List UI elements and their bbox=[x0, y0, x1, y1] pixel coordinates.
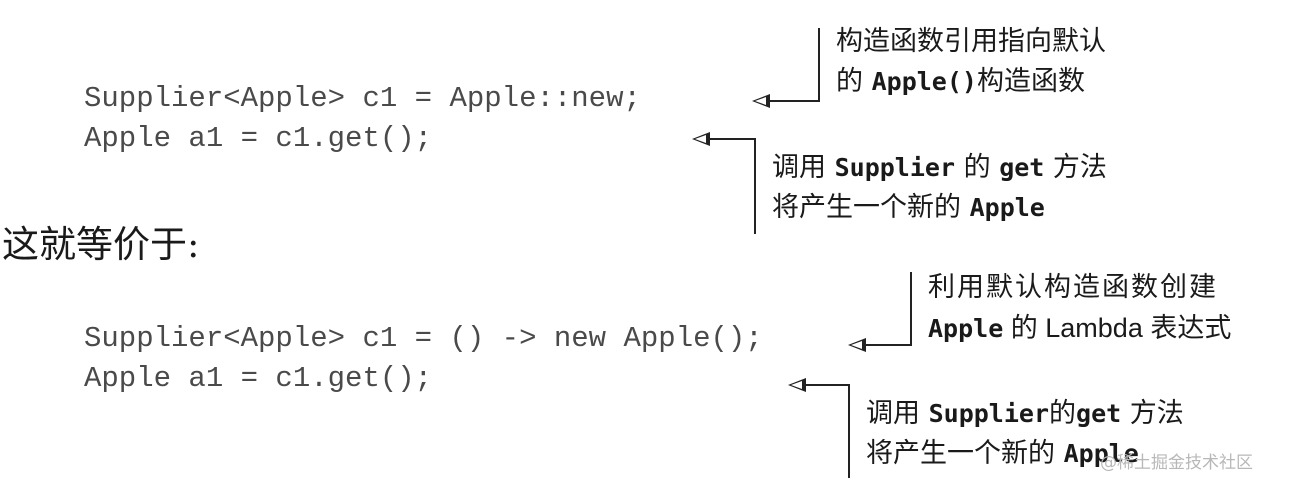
annotation-note-3: 利用默认构造函数创建 Apple 的 Lambda 表达式 bbox=[928, 268, 1231, 349]
annotation-arrow-3 bbox=[848, 338, 866, 352]
inline-code: get bbox=[999, 153, 1045, 182]
annotation-leader-1 bbox=[770, 100, 820, 102]
annotation-leader-4 bbox=[806, 384, 850, 386]
annotation-note-1-line-2: 的 Apple()构造函数 bbox=[836, 66, 1085, 97]
code-line-2: Apple a1 = c1.get(); bbox=[84, 122, 433, 155]
annotation-note-4-line-2: 将产生一个新的 Apple bbox=[866, 438, 1139, 469]
inline-code: Apple() bbox=[871, 67, 977, 96]
annotation-bracket-3 bbox=[910, 272, 912, 346]
annotation-note-2-line-2: 将产生一个新的 Apple bbox=[772, 192, 1045, 223]
annotation-note-1-line-1: 构造函数引用指向默认 bbox=[836, 26, 1106, 57]
annotation-bracket-1 bbox=[818, 28, 820, 102]
annotation-arrow-2 bbox=[692, 132, 710, 146]
annotation-note-3-line-1: 利用默认构造函数创建 bbox=[928, 272, 1218, 303]
annotation-note-4: 调用 Supplier的get 方法 将产生一个新的 Apple bbox=[866, 394, 1184, 474]
annotation-note-1: 构造函数引用指向默认 的 Apple()构造函数 bbox=[836, 22, 1106, 102]
code-line-4: Apple a1 = c1.get(); bbox=[84, 362, 433, 395]
inline-code: Apple bbox=[928, 314, 1004, 343]
inline-code: Apple bbox=[1063, 439, 1139, 468]
annotation-leader-3 bbox=[866, 344, 912, 346]
inline-code: Apple bbox=[969, 193, 1045, 222]
annotation-note-2: 调用 Supplier 的 get 方法 将产生一个新的 Apple bbox=[772, 148, 1107, 228]
annotation-note-4-line-1: 调用 Supplier的get 方法 bbox=[866, 398, 1184, 429]
watermark: @稀土掘金技术社区 bbox=[1100, 453, 1253, 473]
annotation-bracket-4 bbox=[848, 384, 850, 478]
annotation-leader-2 bbox=[710, 138, 756, 140]
section-heading: 这就等价于: bbox=[2, 223, 200, 266]
inline-code: Supplier bbox=[834, 153, 956, 182]
annotation-note-2-line-1: 调用 Supplier 的 get 方法 bbox=[772, 152, 1107, 183]
annotation-note-3-line-2: Apple 的 Lambda 表达式 bbox=[928, 313, 1232, 343]
annotation-bracket-2 bbox=[754, 138, 756, 234]
annotation-arrow-1 bbox=[752, 94, 770, 108]
annotation-arrow-4 bbox=[788, 378, 806, 392]
inline-code: get bbox=[1076, 399, 1122, 428]
code-line-3: Supplier<Apple> c1 = () -> new Apple(); bbox=[84, 322, 763, 355]
code-line-1: Supplier<Apple> c1 = Apple::new; bbox=[84, 82, 641, 115]
inline-code: Supplier bbox=[928, 399, 1050, 428]
